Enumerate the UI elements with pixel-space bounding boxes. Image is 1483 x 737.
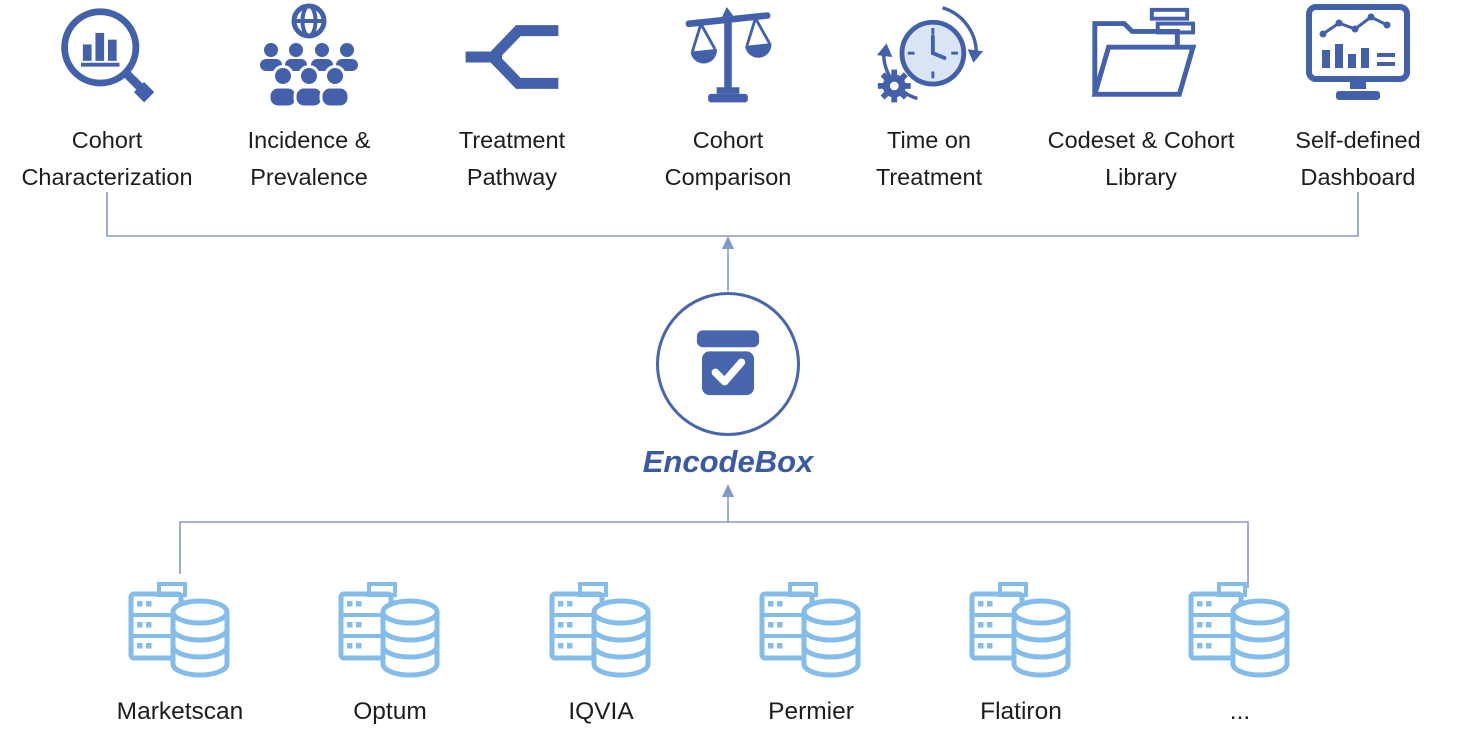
- datasource-label-more: ...: [1229, 698, 1251, 725]
- database-server-svg: [969, 582, 1071, 678]
- clock-gear-svg: [876, 6, 984, 103]
- database-server-svg: [759, 582, 861, 678]
- datasource-marketscan: Marketscan: [80, 580, 280, 726]
- app-cohort-characterization: Cohort Characterization: [0, 0, 227, 196]
- branching-pathway-icon: [392, 0, 632, 114]
- dashboard-monitor-icon: [1238, 0, 1478, 114]
- clock-gear-icon: [809, 0, 1049, 114]
- database-server-icon: [501, 580, 701, 692]
- database-server-icon: [290, 580, 490, 692]
- database-server-icon: [1140, 580, 1340, 692]
- datasource-label-flatiron: Flatiron: [980, 698, 1062, 725]
- top-bracket-line: [106, 192, 1359, 237]
- datasource-optum: Optum: [290, 580, 490, 726]
- database-server-icon: [80, 580, 280, 692]
- datasource-label-permier: Permier: [768, 698, 854, 725]
- datasource-label-marketscan: Marketscan: [116, 698, 244, 725]
- datasource-label-optum: Optum: [353, 698, 427, 725]
- app-label-cohort-characterization: Cohort Characterization: [21, 127, 193, 190]
- app-label-incidence-prevalence: Incidence & Prevalence: [247, 127, 371, 190]
- datasource-flatiron: Flatiron: [921, 580, 1121, 726]
- app-time-on-treatment: Time on Treatment: [809, 0, 1049, 196]
- magnifier-bar-chart-icon: [0, 0, 227, 114]
- app-treatment-pathway: Treatment Pathway: [392, 0, 632, 196]
- database-server-svg: [1188, 582, 1290, 678]
- app-cohort-comparison: Cohort Comparison: [608, 0, 848, 196]
- app-label-time-on-treatment: Time on Treatment: [875, 127, 983, 190]
- datasource-label-iqvia: IQVIA: [568, 698, 634, 725]
- globe-population-svg: [260, 3, 358, 109]
- app-label-codeset-cohort-library: Codeset & Cohort Library: [1047, 127, 1235, 190]
- datasource-more: ...: [1140, 580, 1340, 726]
- up-arrowhead-bottom: [722, 484, 734, 497]
- database-server-icon: [921, 580, 1121, 692]
- app-codeset-cohort-library: Codeset & Cohort Library: [1021, 0, 1261, 196]
- up-arrowhead-top: [722, 236, 734, 249]
- dashboard-monitor-svg: [1306, 4, 1410, 100]
- bottom-bracket-line: [179, 521, 1249, 588]
- globe-population-icon: [189, 0, 429, 114]
- app-label-treatment-pathway: Treatment Pathway: [458, 127, 566, 190]
- magnifier-bar-chart-svg: [61, 8, 155, 103]
- database-server-svg: [338, 582, 440, 678]
- database-server-svg: [128, 582, 230, 678]
- datasource-iqvia: IQVIA: [501, 580, 701, 726]
- encodebox-hub: [656, 292, 800, 436]
- balance-scale-icon: [608, 0, 848, 114]
- app-label-self-defined-dashboard: Self-defined Dashboard: [1295, 127, 1421, 190]
- branching-pathway-svg: [465, 25, 559, 89]
- checked-box-icon: [696, 330, 760, 396]
- app-self-defined-dashboard: Self-defined Dashboard: [1238, 0, 1478, 196]
- folder-documents-svg: [1091, 7, 1197, 97]
- database-server-svg: [549, 582, 651, 678]
- app-incidence-prevalence: Incidence & Prevalence: [189, 0, 429, 196]
- folder-documents-icon: [1021, 0, 1261, 114]
- balance-scale-svg: [685, 6, 772, 103]
- datasource-permier: Permier: [711, 580, 911, 726]
- app-label-cohort-comparison: Cohort Comparison: [664, 127, 792, 190]
- database-server-icon: [711, 580, 911, 692]
- encodebox-label: EncodeBox: [642, 444, 814, 479]
